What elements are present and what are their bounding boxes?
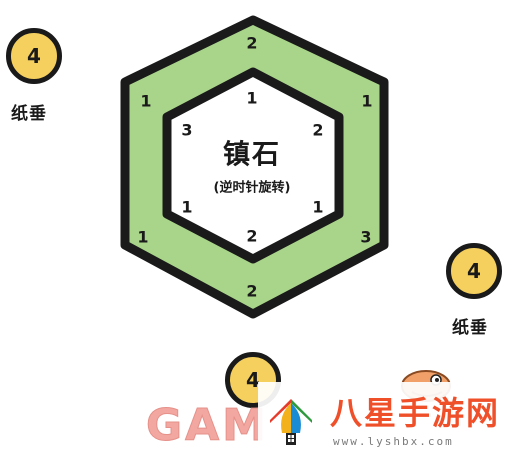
badge-value: 4 [27,44,41,68]
game-logo-text: GAM [146,400,269,451]
hexagon-title: 镇石 [223,139,281,171]
site-logo-icon [266,397,316,447]
inner-number-upper-right: 2 [312,120,324,140]
paper-label-top-left: 纸垂 [11,104,47,124]
badge-value: 4 [467,259,481,283]
outer-number-bottom: 2 [246,281,258,301]
inner-number-lower-right: 1 [312,197,324,217]
inner-number-upper-left: 3 [181,120,193,140]
inner-number-top: 1 [246,88,258,108]
outer-number-lower-left: 1 [137,227,149,247]
outer-number-upper-right: 1 [361,91,373,111]
paper-badge-top-left[interactable]: 4 [6,28,62,84]
badge-value: 4 [246,368,260,392]
outer-number-top: 2 [246,33,258,53]
site-name: 八星手游网 [330,394,501,432]
outer-number-lower-right: 3 [360,227,372,247]
paper-badge-right[interactable]: 4 [446,243,502,299]
outer-number-upper-left: 1 [140,91,152,111]
inner-hexagon [162,67,344,264]
inner-number-bottom: 2 [246,226,258,246]
paper-label-right: 纸垂 [452,318,488,338]
inner-number-lower-left: 1 [181,197,193,217]
site-url: www.lyshbx.com [333,435,454,448]
hexagon-subtitle: (逆时针旋转) [213,180,291,196]
paper-badge-bottom[interactable]: 4 [225,352,281,408]
